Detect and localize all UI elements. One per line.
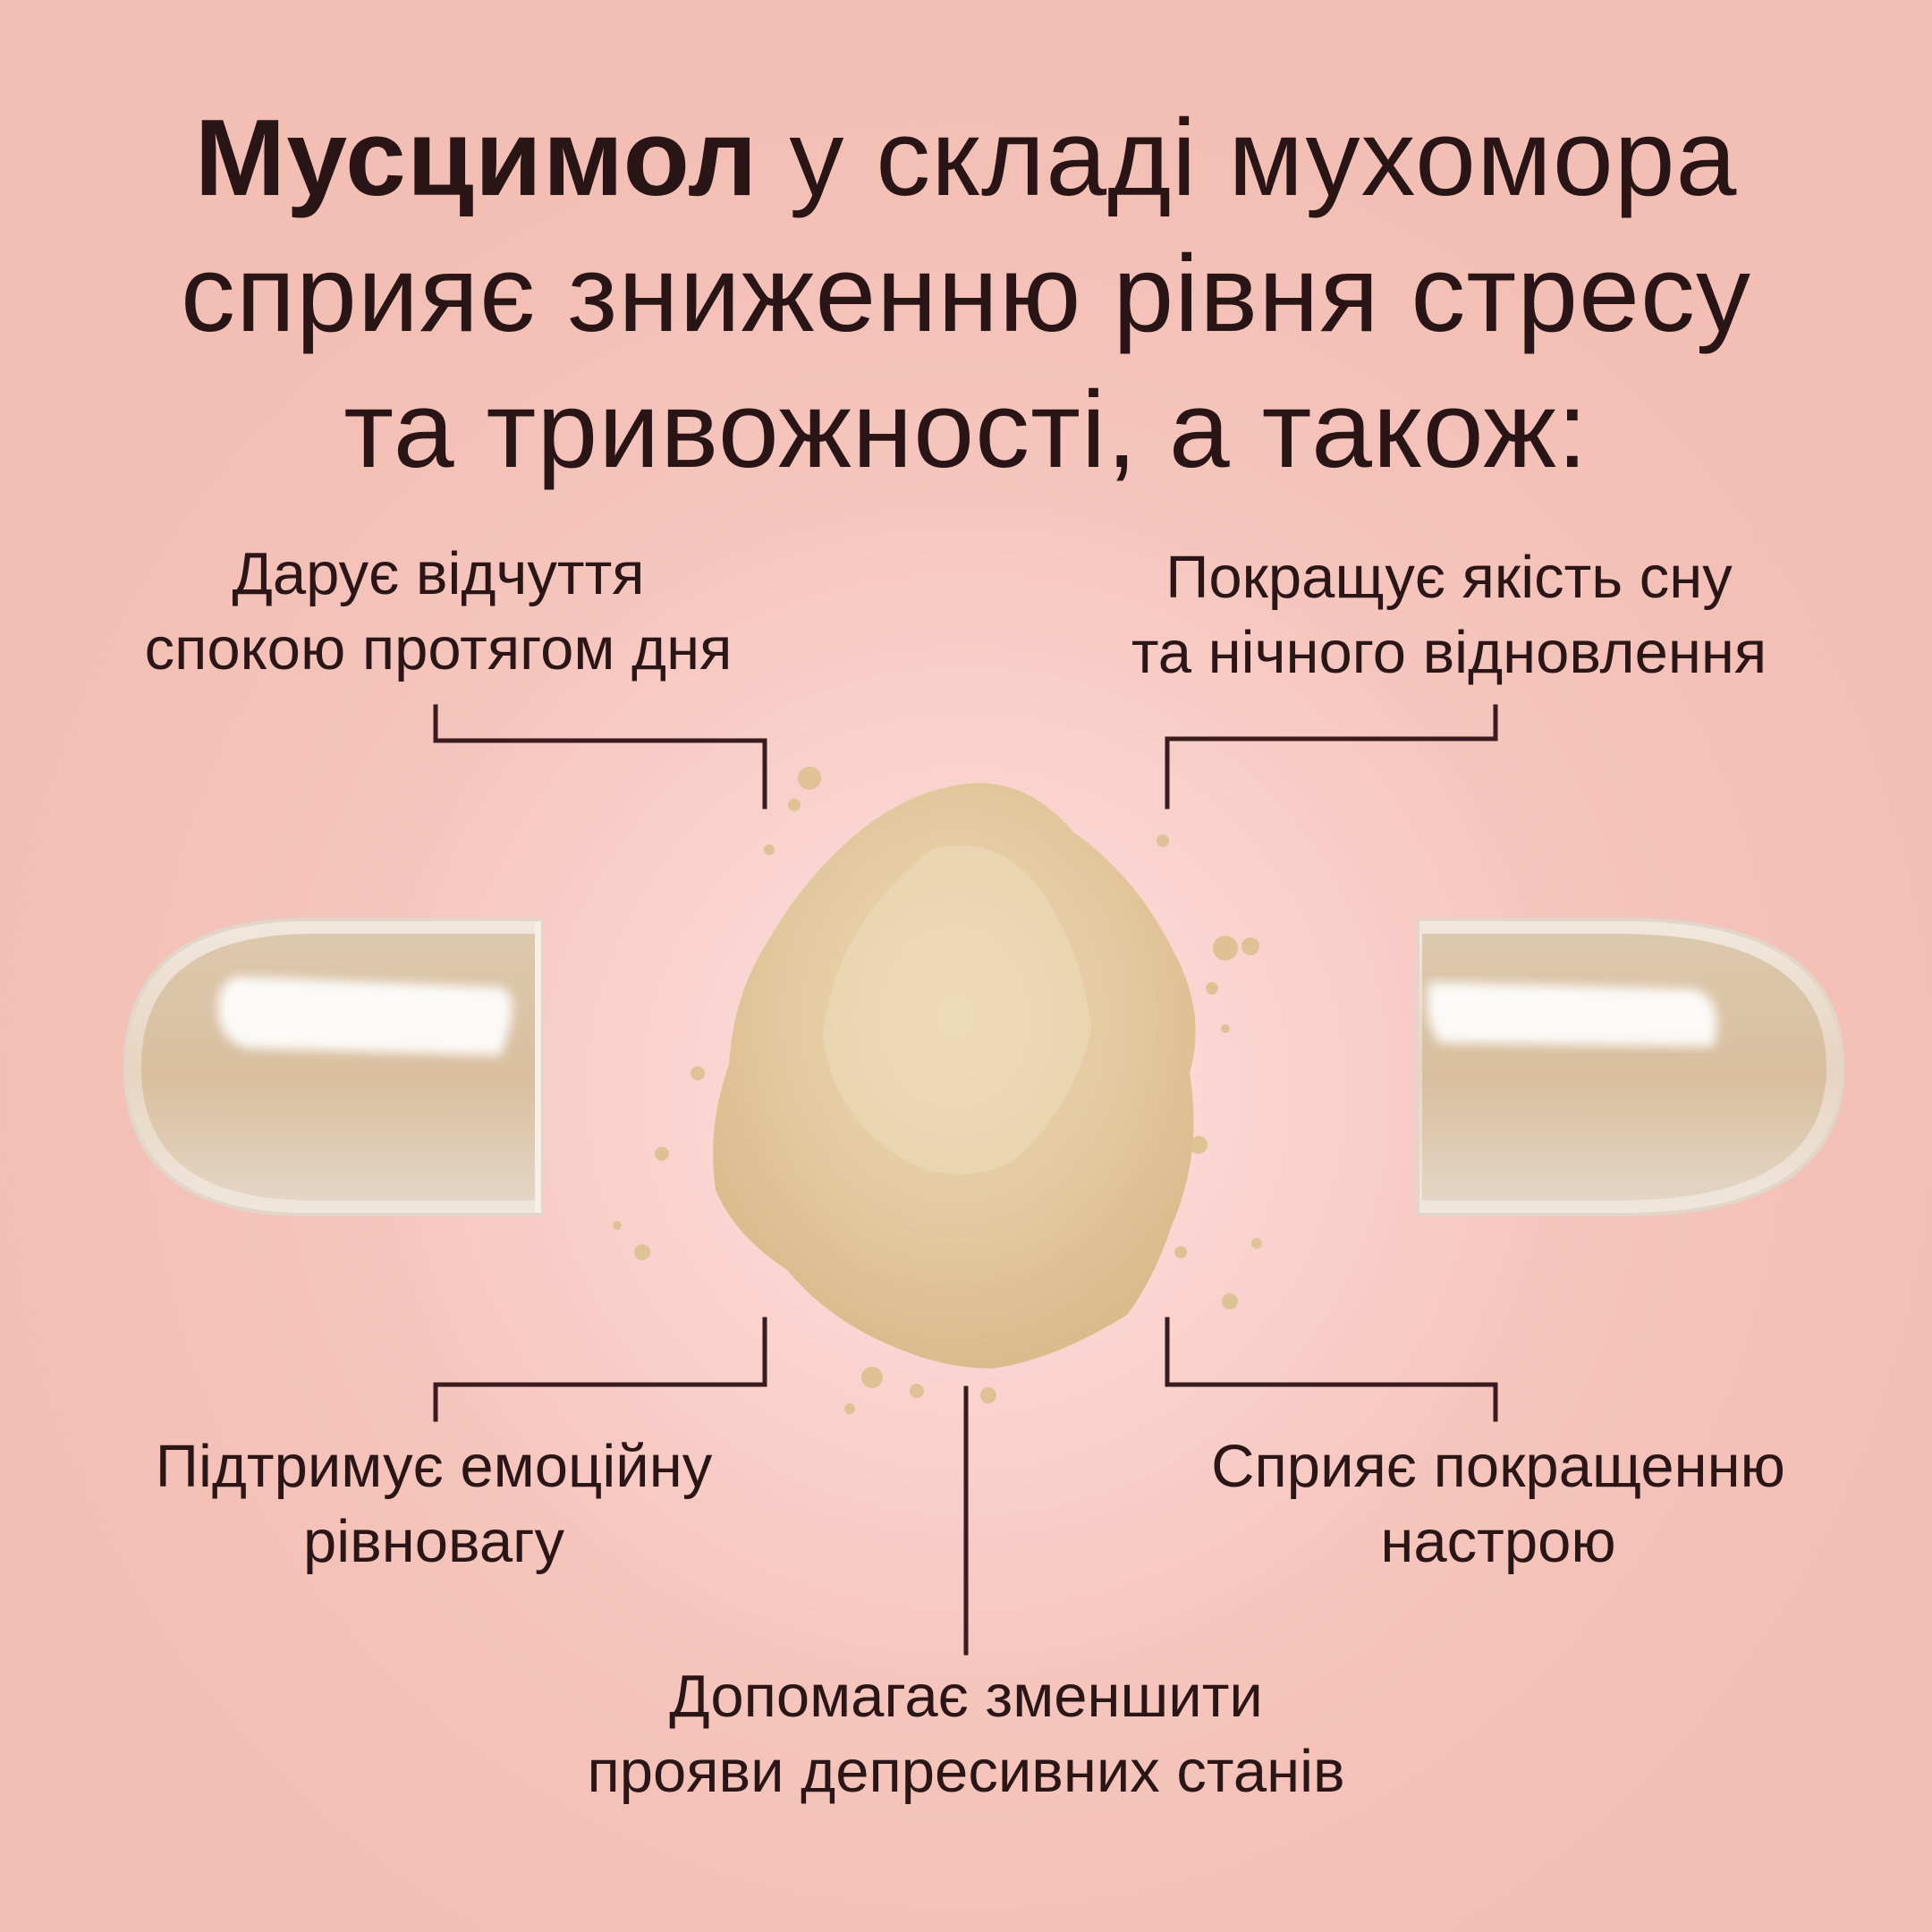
connector-bottom-left [433, 1317, 767, 1422]
headline-line-1-rest: у складі мухомора [758, 97, 1738, 218]
powder-pile-icon [613, 767, 1262, 1414]
benefit-top-right-line-1: Покращує якість сну [1165, 544, 1733, 611]
benefit-bottom-left-line-1: Підтримує емоційну [155, 1433, 713, 1500]
connector-top-left [433, 704, 767, 809]
benefit-bottom-left-line-2: рівновагу [302, 1508, 565, 1575]
headline: Мусцимол у складі мухомора сприяє знижен… [0, 89, 1932, 497]
headline-line-1: Мусцимол у складі мухомора [0, 89, 1932, 225]
benefit-top-left-line-1: Дарує відчуття [232, 540, 645, 607]
benefit-bottom-left: Підтримує емоційну рівновагу [107, 1429, 760, 1580]
benefit-bottom-right: Сприяє покращенню настрою [1154, 1429, 1843, 1580]
connector-bottom-right [1165, 1317, 1498, 1422]
capsule-right-icon [1416, 918, 1845, 1216]
benefit-bottom-center-line-2: прояви депресивних станів [587, 1738, 1345, 1805]
benefit-top-left: Дарує відчуття спокою протягом дня [125, 537, 751, 687]
benefit-top-right-line-2: та нічного відновлення [1131, 619, 1767, 686]
benefit-bottom-center: Допомагає зменшити прояви депресивних ст… [519, 1659, 1413, 1809]
capsule-left-icon [123, 918, 543, 1216]
headline-line-2: сприяє зниженню рівня стресу [180, 233, 1751, 354]
headline-line-3: та тривожності, а також: [343, 369, 1589, 490]
headline-bold-word: Мусцимол [194, 97, 758, 218]
benefit-bottom-center-line-1: Допомагає зменшити [669, 1663, 1263, 1730]
benefit-top-right: Покращує якість сну та нічного відновлен… [1082, 540, 1816, 691]
benefit-bottom-right-line-2: настрою [1380, 1508, 1616, 1575]
connector-top-right [1165, 704, 1498, 809]
benefit-top-left-line-2: спокою протягом дня [144, 615, 733, 682]
benefit-bottom-right-line-1: Сприяє покращенню [1211, 1433, 1785, 1500]
